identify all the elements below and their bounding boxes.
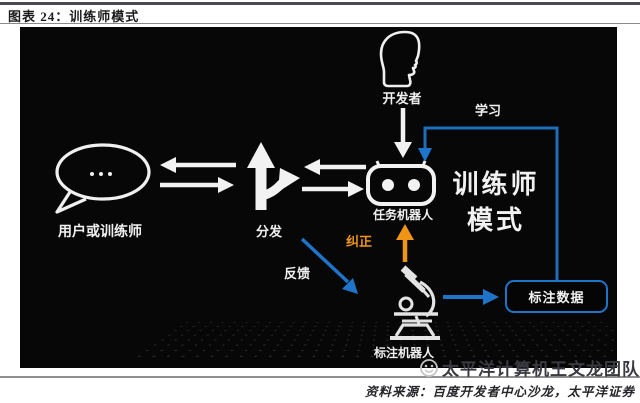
annotation-robot-label: 标注机器人 xyxy=(373,346,435,360)
trainer-mode-line1: 训练师 xyxy=(452,169,540,199)
figure-title: 图表 24：训练师模式 xyxy=(8,9,140,24)
learn-label: 学习 xyxy=(474,103,502,118)
bidirectional-arrows-right-icon xyxy=(302,159,366,197)
down-arrow-icon xyxy=(394,108,412,158)
watermark: 太平洋计算机王文龙团队 xyxy=(419,355,640,380)
header-underline xyxy=(0,23,640,24)
annotation-microscope-icon xyxy=(390,265,440,340)
trainer-mode-line2: 模式 xyxy=(466,205,525,235)
learning-loop-path xyxy=(418,126,559,281)
distribute-label: 分发 xyxy=(255,224,283,239)
bidirectional-arrows-left-icon xyxy=(160,157,236,193)
source-note: 资料来源：百度开发者中心沙龙，太平洋证券 xyxy=(364,385,635,399)
developer-label: 开发者 xyxy=(382,91,422,106)
feedback-label: 反馈 xyxy=(283,266,311,281)
watermark-text: 太平洋计算机王文龙团队 xyxy=(442,360,640,379)
correct-up-arrow-icon xyxy=(396,224,414,262)
task-robot-icon xyxy=(366,160,436,206)
user-trainer-label: 用户或训练师 xyxy=(58,223,142,239)
annotated-data-box: 标注数据 xyxy=(505,280,608,313)
to-data-arrow-icon xyxy=(443,289,499,305)
developer-head-icon xyxy=(379,30,421,88)
footer-rule xyxy=(0,376,640,378)
feedback-arrow-icon xyxy=(300,237,358,294)
header-top-rule xyxy=(0,2,640,5)
trainer-mode-title: 训练师 模式 xyxy=(440,166,552,238)
task-robot-label: 任务机器人 xyxy=(372,208,434,222)
fork-arrow-icon xyxy=(247,142,300,210)
speech-bubble-icon xyxy=(55,143,151,214)
annotated-data-label: 标注数据 xyxy=(528,290,585,305)
smiley-face-icon xyxy=(420,358,438,377)
correct-label: 纠正 xyxy=(345,234,373,249)
